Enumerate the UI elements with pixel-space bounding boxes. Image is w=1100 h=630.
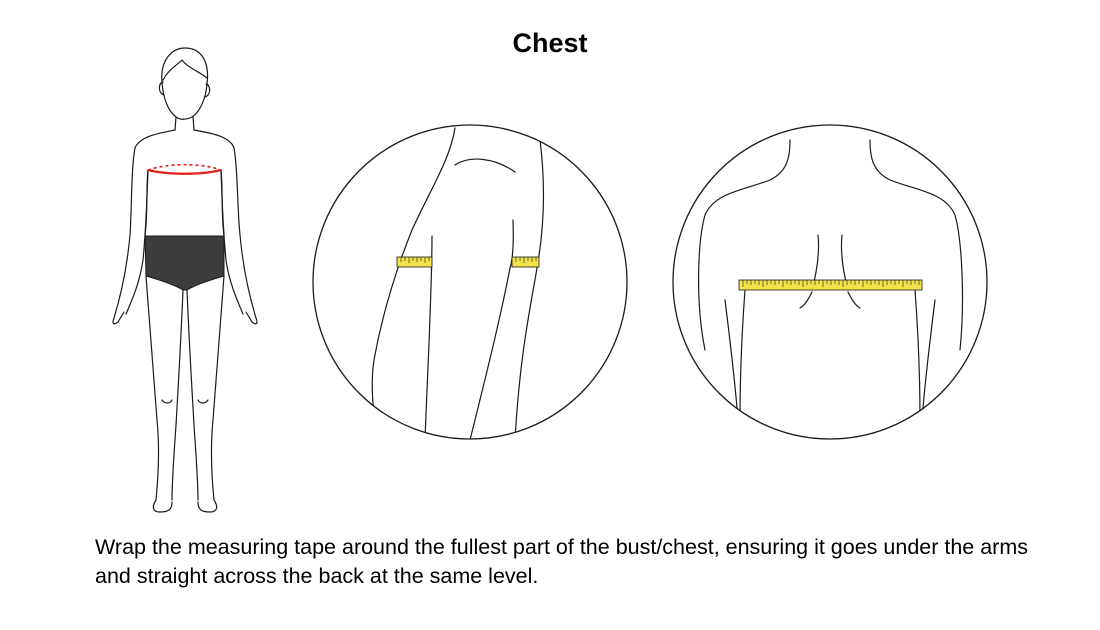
full-body-figure-icon (112, 47, 258, 513)
chest-measure-line (147, 164, 222, 175)
page-title: Chest (512, 28, 588, 58)
chest-front-closeup-icon (312, 124, 628, 440)
back-closeup-icon (672, 124, 988, 440)
instruction-text: Wrap the measuring tape around the fulle… (95, 535, 1029, 588)
shorts-shape (144, 235, 225, 291)
measuring-tape-front (396, 256, 540, 268)
measuring-tape-back (738, 279, 923, 291)
